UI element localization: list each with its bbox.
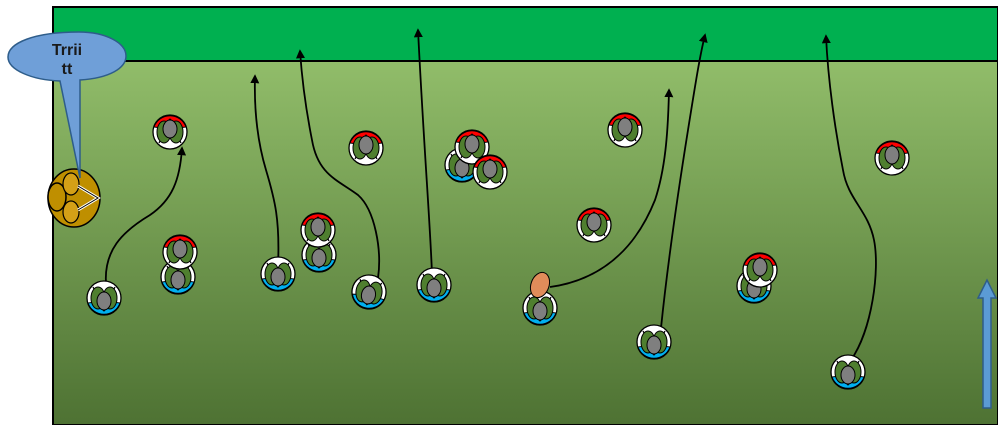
callout-line-1: Trrii: [52, 42, 82, 59]
player-red-icon: [874, 140, 910, 176]
player-red-icon: [454, 129, 490, 165]
player-blue-icon: [160, 259, 196, 295]
player-red-icon: [742, 252, 778, 288]
player-red-icon: [348, 130, 384, 166]
run-line: [413, 28, 433, 275]
player-blue-icon: [416, 267, 452, 303]
player-red-icon: [576, 207, 612, 243]
run-lines: [104, 28, 877, 361]
pitch: [52, 6, 998, 425]
player-red-icon: [472, 154, 508, 190]
run-line: [660, 33, 708, 329]
player-blue-icon: [522, 290, 558, 326]
player-blue-icon: [260, 256, 296, 292]
run-line: [250, 74, 280, 267]
player-blue-icon: [301, 237, 337, 273]
player-red-icon: [152, 114, 188, 150]
run-line: [549, 88, 674, 288]
player-red-icon: [162, 234, 198, 270]
run-line: [296, 49, 380, 279]
speech-callout: Trrii tt: [7, 31, 127, 179]
player-blue-icon: [351, 274, 387, 310]
end-zone: [52, 6, 998, 62]
run-line: [104, 146, 187, 293]
up-arrow-icon: [976, 278, 998, 409]
player-blue-icon: [830, 354, 866, 390]
callout-line-2: tt: [62, 61, 73, 78]
players: [86, 112, 910, 390]
player-blue-icon: [86, 280, 122, 316]
run-line: [821, 34, 877, 361]
player-red-icon: [300, 212, 336, 248]
player-blue-icon: [636, 324, 672, 360]
coach-icon: [47, 168, 101, 228]
ball-carrier-icon: [529, 271, 551, 299]
player-red-icon: [607, 112, 643, 148]
